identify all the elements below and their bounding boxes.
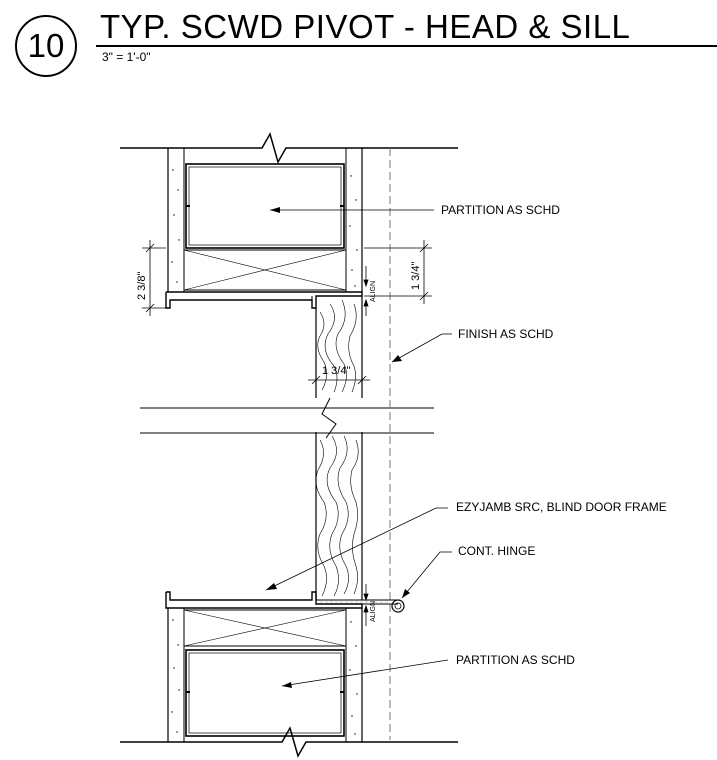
detail-title: TYP. SCWD PIVOT - HEAD & SILL [100,8,631,45]
detail-number-circle [15,15,77,77]
label-hinge: CONT. HINGE [458,544,536,558]
label-partition-bottom: PARTITION AS SCHD [456,653,575,667]
label-finish: FINISH AS SCHD [458,327,554,341]
dim-head-left: 2 3/8" [136,271,148,300]
dimension-lines [142,240,432,626]
dim-align-bottom: ALIGN [370,600,377,622]
metal-stud-top [185,163,345,249]
dim-door-thickness: 1 3/4" [322,365,351,377]
board-stipple-top [171,169,358,287]
dim-head-right: 1 3/4" [410,261,422,290]
break-line-bottom [120,726,458,758]
break-line-top [120,132,458,164]
label-frame: EZYJAMB SRC, BLIND DOOR FRAME [456,500,667,514]
detail-number: 10 [27,27,65,64]
board-stipple-bottom [171,619,358,735]
head-assembly [120,132,458,309]
sill-assembly [120,591,458,758]
label-partition-top: PARTITION AS SCHD [441,203,560,217]
leaders [265,207,452,688]
dim-align-top: ALIGN [370,280,377,302]
blocking-bottom [183,609,347,647]
metal-stud-bottom [185,649,345,737]
blocking-top [183,249,347,291]
frame-profile-bottom [165,591,363,609]
hinge-knuckle [391,599,405,613]
detail-scale: 3" = 1'-0" [102,50,151,64]
frame-profile-top [165,291,363,309]
